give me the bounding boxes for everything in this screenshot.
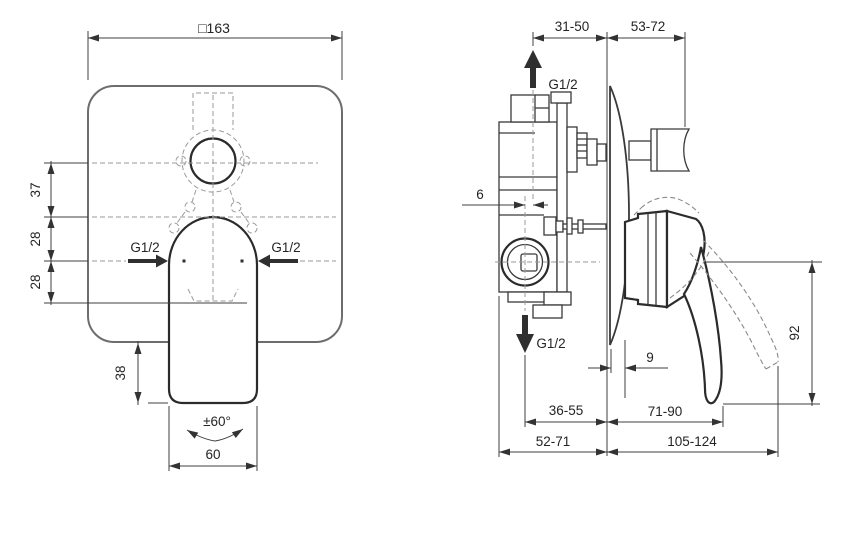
dim-handle-length-92: 92 [706, 260, 822, 406]
dim-38-label: 38 [113, 365, 128, 380]
swing-angle-label: ±60° [203, 414, 231, 429]
dim-handle-width: 60 [168, 406, 258, 471]
outlet-top-arrow [524, 50, 542, 88]
dim-row2: 52-71 105-124 [498, 296, 779, 457]
dim-handle-drop: 38 [113, 341, 168, 405]
dim-53-72-label: 53-72 [631, 19, 666, 34]
dim-52-71-label: 52-71 [536, 434, 571, 449]
outlet-bottom: G1/2 [516, 315, 566, 353]
dim-9-label: 9 [646, 350, 654, 365]
dim-31-50-label: 31-50 [555, 19, 590, 34]
wall-plate-side [609, 85, 630, 346]
centerlines-front [92, 95, 336, 302]
dim-92-label: 92 [787, 325, 802, 340]
diverter-knob-side [628, 128, 691, 172]
swing-angle: ±60° [186, 414, 244, 442]
handle-alt-position-dashed [633, 196, 779, 370]
dim-plate-width-label: □163 [198, 20, 230, 36]
dim-offset-6: 6 [462, 187, 548, 209]
handle-grip [682, 246, 723, 405]
dim-105-124-label: 105-124 [667, 434, 717, 449]
outlet-top: G1/2 [524, 50, 578, 92]
lever-handle-front [167, 215, 259, 405]
dim-depth-top: 31-50 53-72 [532, 19, 686, 127]
dim-plate-width: □163 [87, 20, 343, 80]
side-view: 31-50 53-72 G1/2 6 G1/2 9 [462, 19, 822, 457]
dim-60-label: 60 [205, 447, 220, 462]
outlet-bottom-label: G1/2 [536, 336, 565, 351]
dim-37-label: 37 [28, 182, 43, 197]
dim-plate-gap-9: 9 [588, 340, 668, 398]
inlet-right-label: G1/2 [271, 240, 300, 255]
dim-row1: 36-55 71-90 [524, 355, 724, 427]
dim-6-label: 6 [476, 187, 484, 202]
dim-28b-label: 28 [28, 274, 43, 289]
inlet-arrow-left [128, 254, 168, 268]
outlet-top-label: G1/2 [548, 77, 577, 92]
lever-handle-side [623, 196, 779, 405]
handle-sleeve [623, 209, 669, 309]
inlet-left-label: G1/2 [130, 240, 159, 255]
dim-71-90-label: 71-90 [648, 404, 683, 419]
outlet-bottom-arrow [516, 315, 534, 353]
inlet-arrow-right [258, 254, 298, 268]
centerlines-side [495, 90, 600, 311]
front-view: □163 37 28 28 G1/2 G1/2 [28, 20, 343, 471]
dim-36-55-label: 36-55 [549, 403, 584, 418]
mounting-bracket [556, 102, 568, 293]
top-port [510, 94, 550, 123]
dim-28a-label: 28 [28, 231, 43, 246]
cartridge-parts [543, 126, 607, 236]
inlet-arrows-front: G1/2 G1/2 [128, 240, 301, 268]
dim-left-chain: 37 28 28 [28, 161, 247, 305]
